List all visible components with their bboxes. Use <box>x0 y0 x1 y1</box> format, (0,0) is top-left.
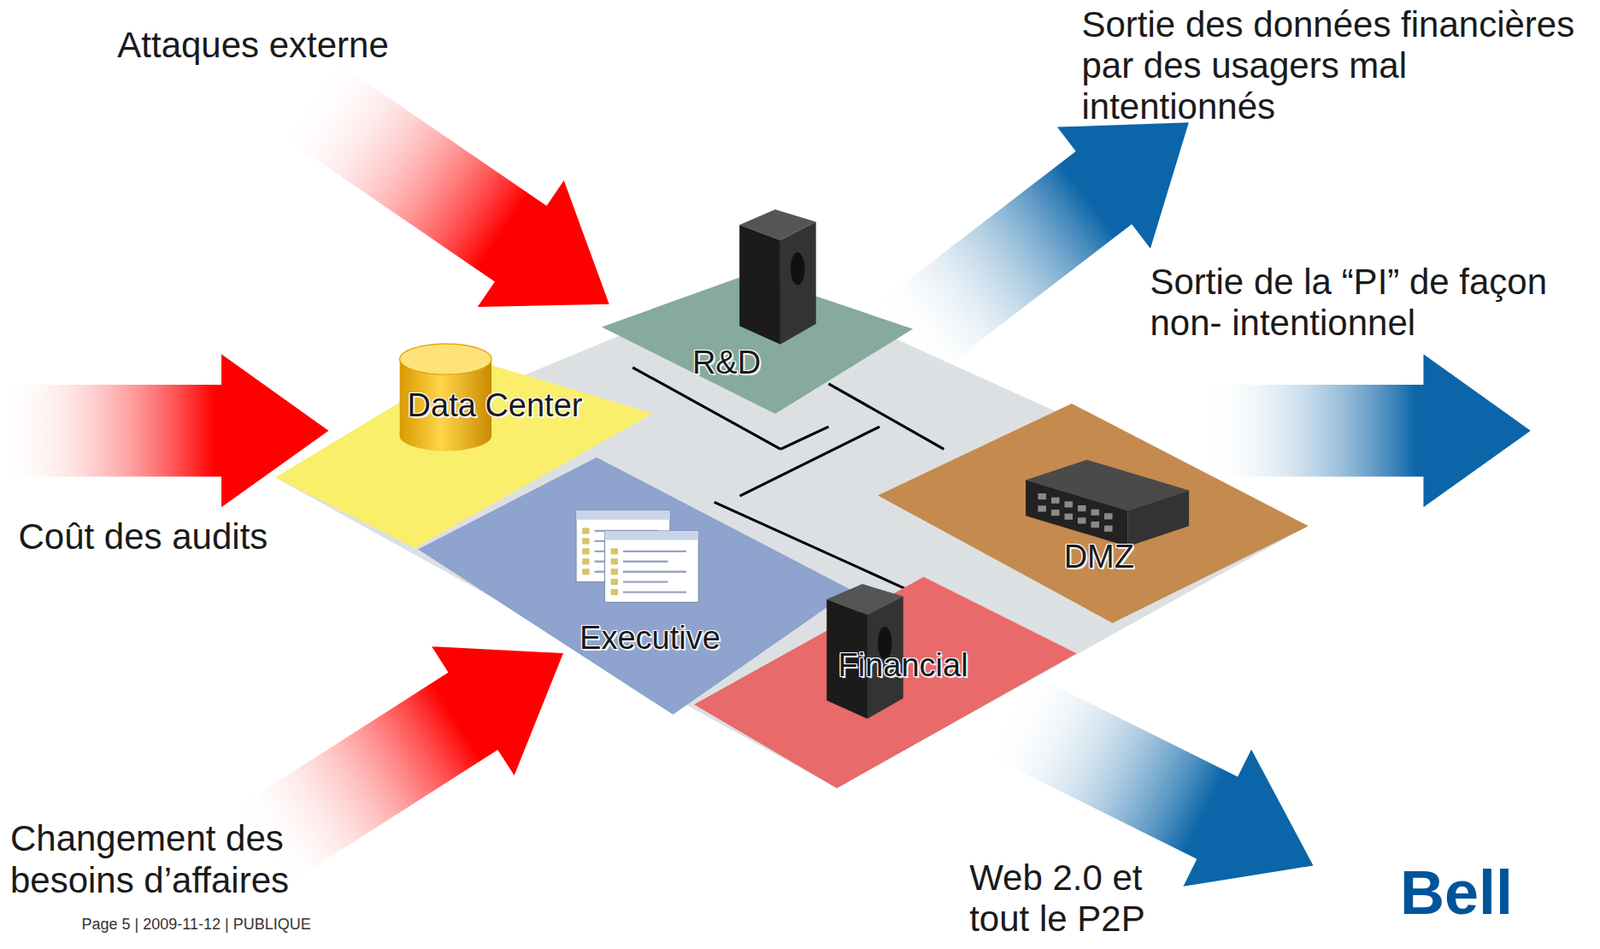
arrow-label: Changement des besoins d’affaires <box>10 817 353 901</box>
flow-arrow <box>1204 353 1531 507</box>
network-zone: Financial <box>694 567 1077 789</box>
arrow-label: Web 2.0 et tout le P2P <box>969 857 1174 941</box>
zone-label: Executive <box>579 619 721 657</box>
arrow-label: Sortie de la “PI” de façon non- intentio… <box>1150 261 1574 345</box>
arrow-label: Coût des audits <box>17 516 427 558</box>
arrow-label: Attaques externe <box>117 24 587 66</box>
flow-arrow <box>984 670 1313 887</box>
zone-label: Data Center <box>407 386 583 424</box>
zone-icon <box>740 209 818 345</box>
logo-text: Bell <box>1400 857 1600 929</box>
network-zone: R&D <box>601 193 913 414</box>
footer-text: Page 5 | 2009-11-12 | PUBLIQUE <box>82 915 695 934</box>
flow-arrow <box>875 122 1189 378</box>
zone-icon <box>1025 458 1189 546</box>
zone-label: DMZ <box>1064 537 1135 575</box>
network-wire <box>828 383 944 449</box>
zone-icon <box>576 510 700 602</box>
zone-label: R&D <box>692 343 761 381</box>
arrow-label: Sortie des données financières par des u… <box>1082 4 1587 129</box>
network-wire <box>740 426 881 496</box>
network-wire <box>780 426 829 449</box>
flow-arrow <box>0 353 329 507</box>
flow-arrow <box>235 646 564 886</box>
zone-label: Financial <box>838 647 969 684</box>
flow-arrow <box>280 58 610 307</box>
zone-shape <box>601 193 913 414</box>
